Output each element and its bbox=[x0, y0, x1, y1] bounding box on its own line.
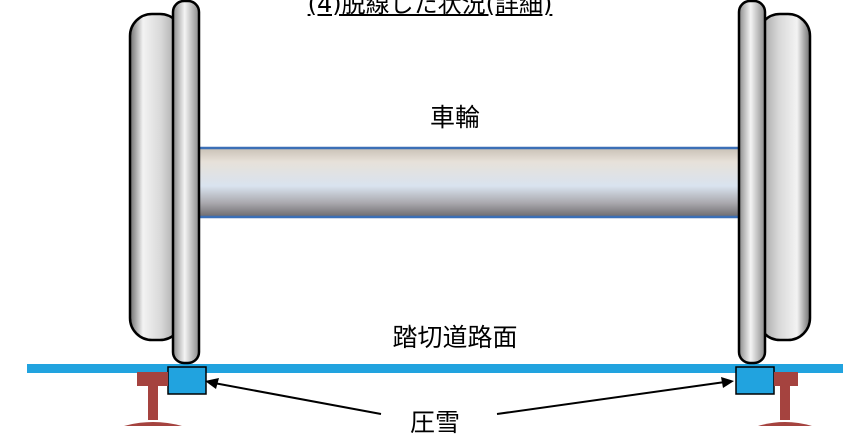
axle bbox=[196, 146, 744, 219]
snow-callout-arrow-right bbox=[496, 377, 734, 415]
wheel-left-flange bbox=[171, 0, 201, 365]
packed-snow-label: 圧雪 bbox=[409, 408, 460, 437]
snow-callout-arrow-left bbox=[205, 378, 382, 415]
wheel-right-flange bbox=[737, 0, 767, 365]
road-surface bbox=[27, 364, 843, 373]
packed-snow-right bbox=[735, 366, 775, 395]
diagram-title: (4)脱線した状況(詳細) bbox=[307, 0, 553, 18]
rail-left bbox=[124, 372, 182, 426]
axle-label: 車輪 bbox=[429, 103, 480, 132]
road-surface-label: 踏切道路面 bbox=[392, 323, 518, 352]
packed-snow-left bbox=[167, 366, 207, 395]
rail-right bbox=[758, 372, 812, 426]
